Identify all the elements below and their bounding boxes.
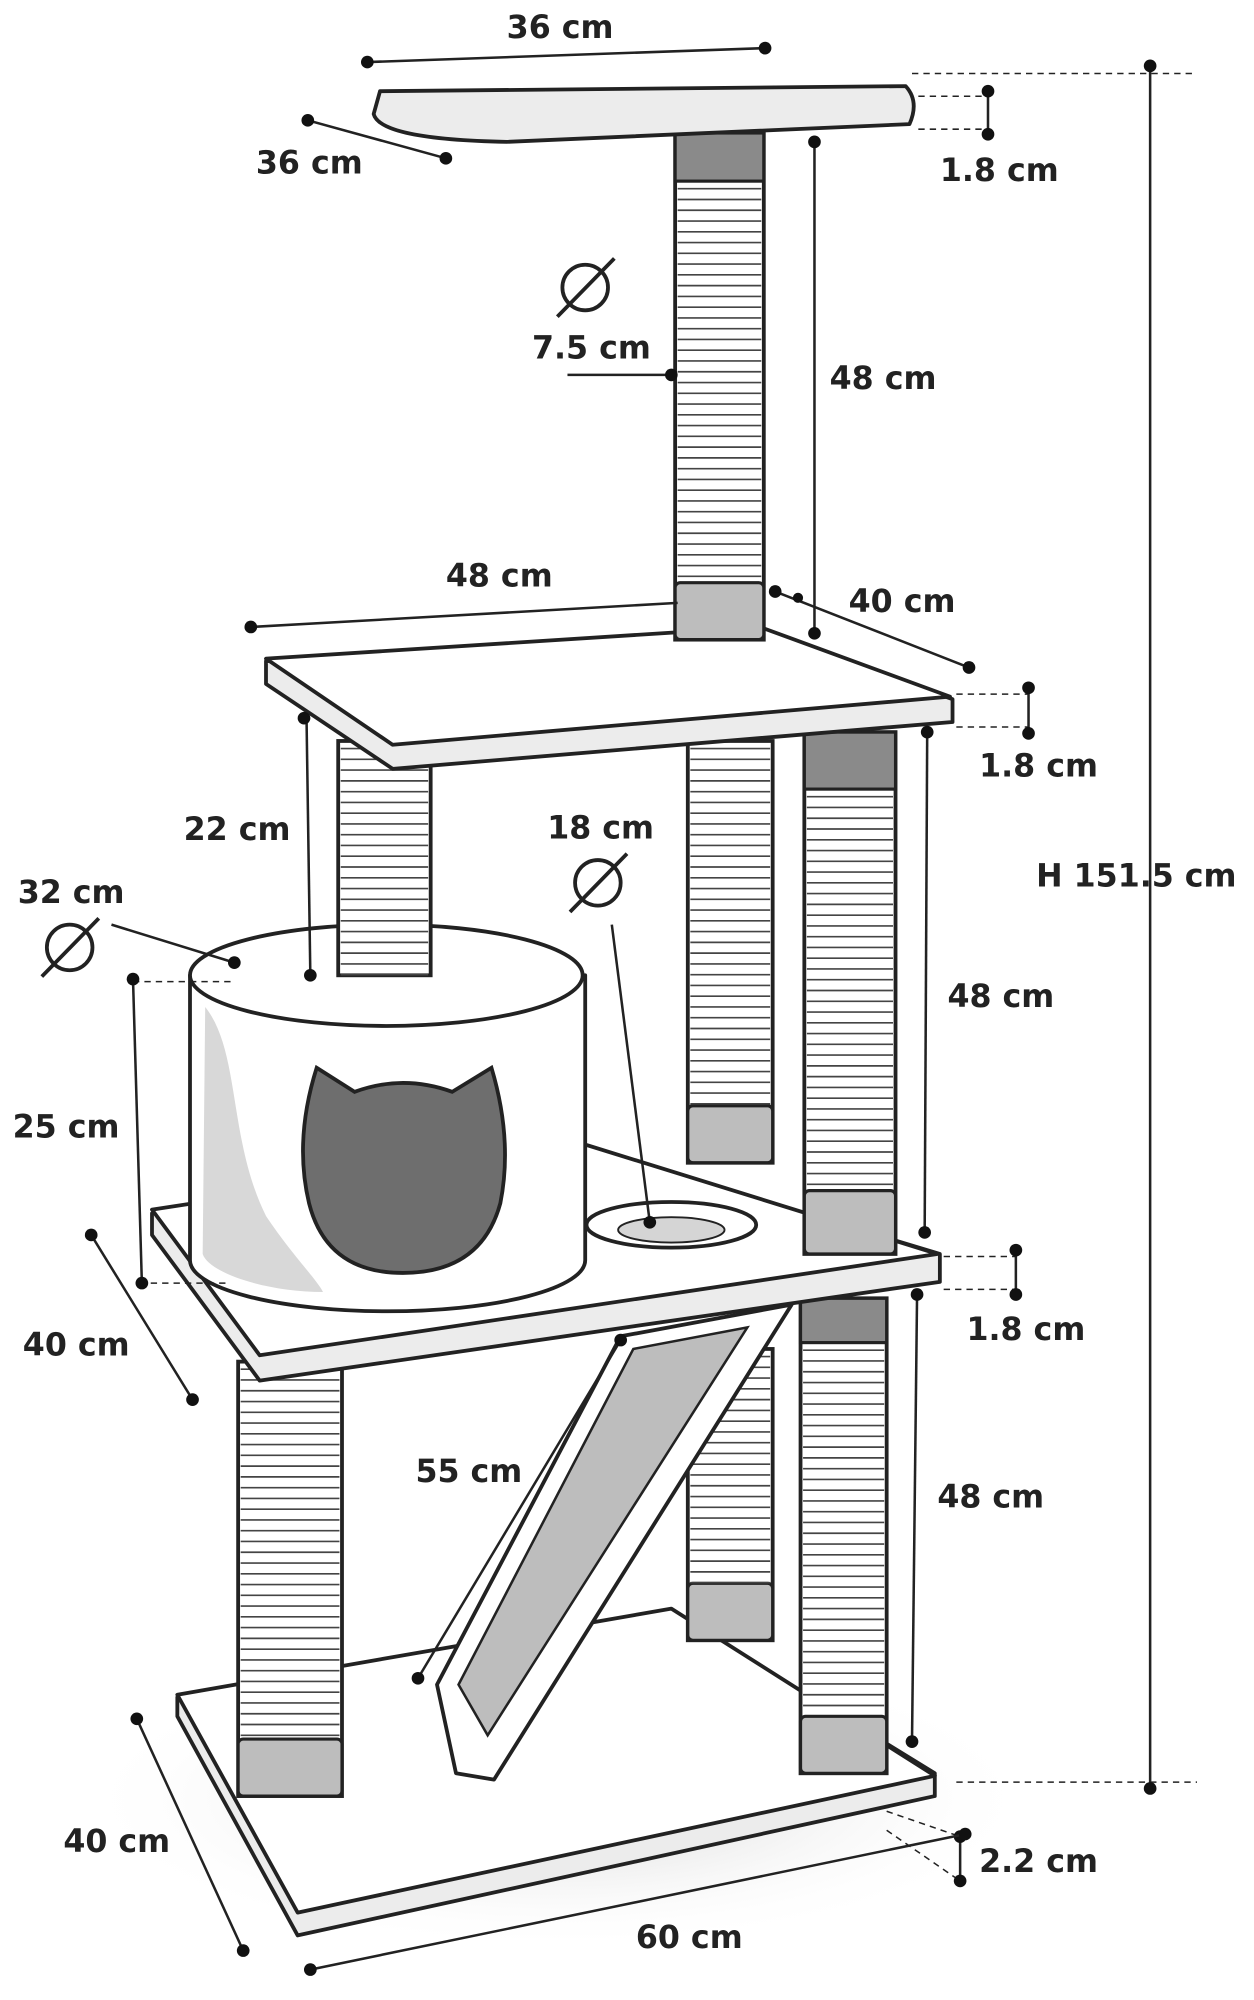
label-top-post-height: 48 cm [830,361,937,397]
ramp [435,1302,794,1782]
label-top-width: 36 cm [507,10,614,46]
lower-posts [236,1296,889,1798]
label-top-depth: 36 cm [256,146,363,182]
label-hole-diameter: 18 cm [547,811,654,847]
label-upper-post: 22 cm [184,812,291,848]
middle-posts [336,730,898,1256]
label-mid-thickness: 1.8 cm [979,748,1098,784]
label-base-depth: 40 cm [63,1824,170,1860]
label-base-thickness: 2.2 cm [979,1844,1098,1880]
scratching-post [673,131,766,642]
label-mid-post-height: 48 cm [947,979,1054,1015]
label-house-height: 25 cm [13,1109,120,1145]
label-lower-depth: 40 cm [23,1327,130,1363]
label-ramp-length: 55 cm [415,1454,522,1490]
cat-door [301,1064,507,1275]
top-post [673,131,766,642]
label-base-width: 60 cm [636,1920,743,1956]
label-post-diameter: 7.5 cm [532,330,651,366]
label-mid-width: 48 cm [446,558,553,594]
dimension-labels: 36 cm 36 cm 1.8 cm 7.5 cm 48 cm 48 cm 40… [13,10,1237,1956]
diameter-icon [40,916,101,978]
scratching-post [798,1296,889,1776]
label-mid-depth: 40 cm [849,584,956,620]
cat-house [188,922,588,1314]
label-lower-post-height: 48 cm [937,1479,1044,1515]
label-top-thickness: 1.8 cm [940,153,1059,189]
label-lower-thickness: 1.8 cm [966,1312,1085,1348]
scratching-post [236,1359,344,1798]
scratching-post [802,730,898,1256]
label-total-height: H 151.5 cm [1036,859,1236,895]
dimension-lines [84,41,1197,1976]
label-house-diameter: 32 cm [18,875,125,911]
diameter-icon [568,852,629,914]
scratching-post [685,739,775,1165]
scratching-post [336,739,433,978]
diameter-symbols [40,257,629,978]
diameter-icon [555,257,616,318]
middle-platform [264,625,955,771]
top-platform [371,84,916,144]
